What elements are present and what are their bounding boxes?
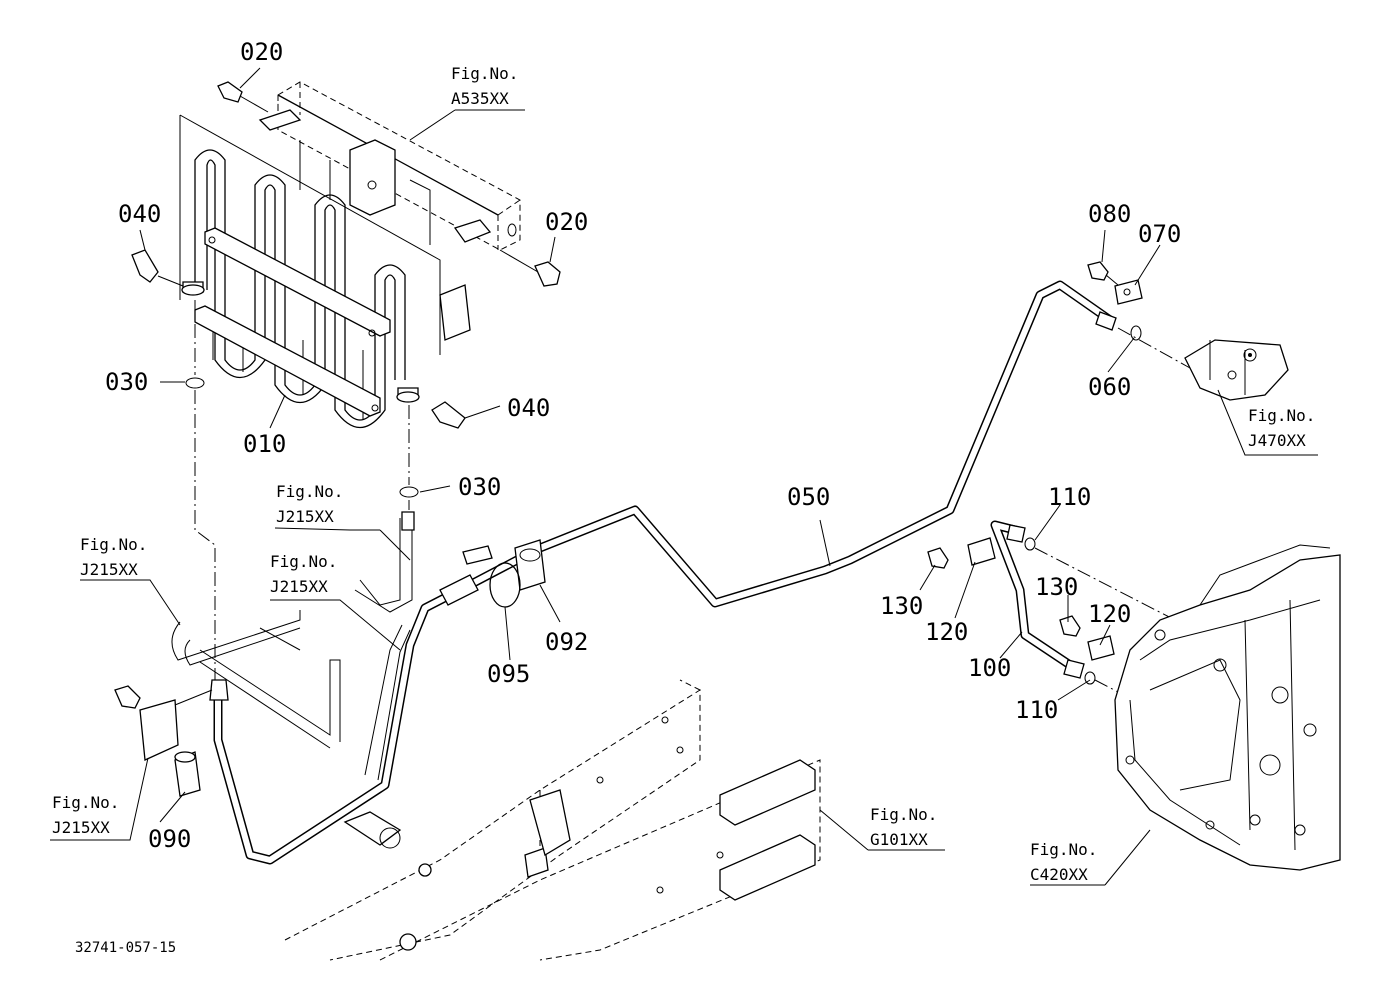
transmission-case: [1114, 544, 1341, 871]
bolt-130-lower: [1059, 615, 1081, 637]
callout-100: 100: [968, 654, 1011, 682]
mounting-brackets: [258, 109, 492, 341]
pipe-050: [213, 280, 1115, 865]
callout-020-top: 020: [240, 38, 283, 66]
callout-080: 080: [1088, 200, 1131, 228]
figref-j470-code: J470XX: [1248, 431, 1306, 450]
pipe-fitting-bottom: [209, 679, 229, 701]
callout-110-upper: 110: [1048, 483, 1091, 511]
figref-g101-code: G101XX: [870, 830, 928, 849]
bolt-020-top: [217, 81, 269, 113]
figref-j215-left-caption: Fig.No.: [80, 535, 147, 554]
o-ring-030-left: [185, 377, 205, 389]
callout-130-left: 130: [880, 592, 923, 620]
figref-j470-caption: Fig.No.: [1248, 406, 1315, 425]
bolt-130-upper: [927, 547, 949, 569]
callout-030-right: 030: [458, 473, 501, 501]
callout-020-right: 020: [545, 208, 588, 236]
callout-030-left: 030: [105, 368, 148, 396]
callout-070: 070: [1138, 220, 1181, 248]
figref-j215-mid-code: J215XX: [270, 577, 328, 596]
figref-j215-bottom-code: J215XX: [52, 818, 110, 837]
bracket-090: [114, 685, 213, 797]
callout-050: 050: [787, 483, 830, 511]
hose-clamp-095: [462, 545, 521, 661]
drawing-number: 32741-057-15: [75, 940, 176, 956]
callout-092: 092: [545, 628, 588, 656]
pipe-100: [990, 520, 1221, 746]
o-ring-030-right: [399, 486, 419, 498]
callout-120-right: 120: [1088, 600, 1131, 628]
callout-040-right: 040: [507, 394, 550, 422]
figref-j215-mid-caption: Fig.No.: [270, 552, 337, 571]
figref-j215-upper-caption: Fig.No.: [276, 482, 343, 501]
callout-095: 095: [487, 660, 530, 688]
figure-references: Fig.No. A535XX Fig.No. J215XX Fig.No. J2…: [52, 64, 1315, 884]
callout-010: 010: [243, 430, 286, 458]
clip-040-right: [431, 401, 466, 429]
pipe-fitting-right: [1095, 311, 1191, 369]
bolt-020-right: [499, 249, 561, 287]
figref-c420-code: C420XX: [1030, 865, 1088, 884]
oil-cooler-core: [179, 114, 441, 428]
bolt-080: [1087, 261, 1119, 286]
plate-070: [1114, 279, 1143, 305]
callout-labels: 020 020 040 040 030 030 010 050 080 070 …: [105, 38, 1181, 853]
callout-060: 060: [1088, 373, 1131, 401]
main-frame-g101: [284, 679, 821, 961]
hose-clamp-092: [514, 539, 561, 623]
figref-j215-upper-code: J215XX: [276, 507, 334, 526]
figref-j215-bottom-caption: Fig.No.: [52, 793, 119, 812]
figref-g101-caption: Fig.No.: [870, 805, 937, 824]
plate-120-upper: [967, 537, 996, 566]
clip-040-left: [131, 249, 184, 287]
hose-coupling: [439, 574, 479, 606]
hose-ghost-j215: [171, 511, 415, 749]
figref-a535-code: A535XX: [451, 89, 509, 108]
callout-040-left: 040: [118, 200, 161, 228]
callout-120-left: 120: [925, 618, 968, 646]
figref-c420-caption: Fig.No.: [1030, 840, 1097, 859]
plate-120-lower: [1087, 635, 1115, 661]
callout-130-right: 130: [1035, 573, 1078, 601]
figref-j215-left-code: J215XX: [80, 560, 138, 579]
callout-090: 090: [148, 825, 191, 853]
callout-110-lower: 110: [1015, 696, 1058, 724]
figref-a535-caption: Fig.No.: [451, 64, 518, 83]
leader-lines: [50, 67, 1318, 886]
